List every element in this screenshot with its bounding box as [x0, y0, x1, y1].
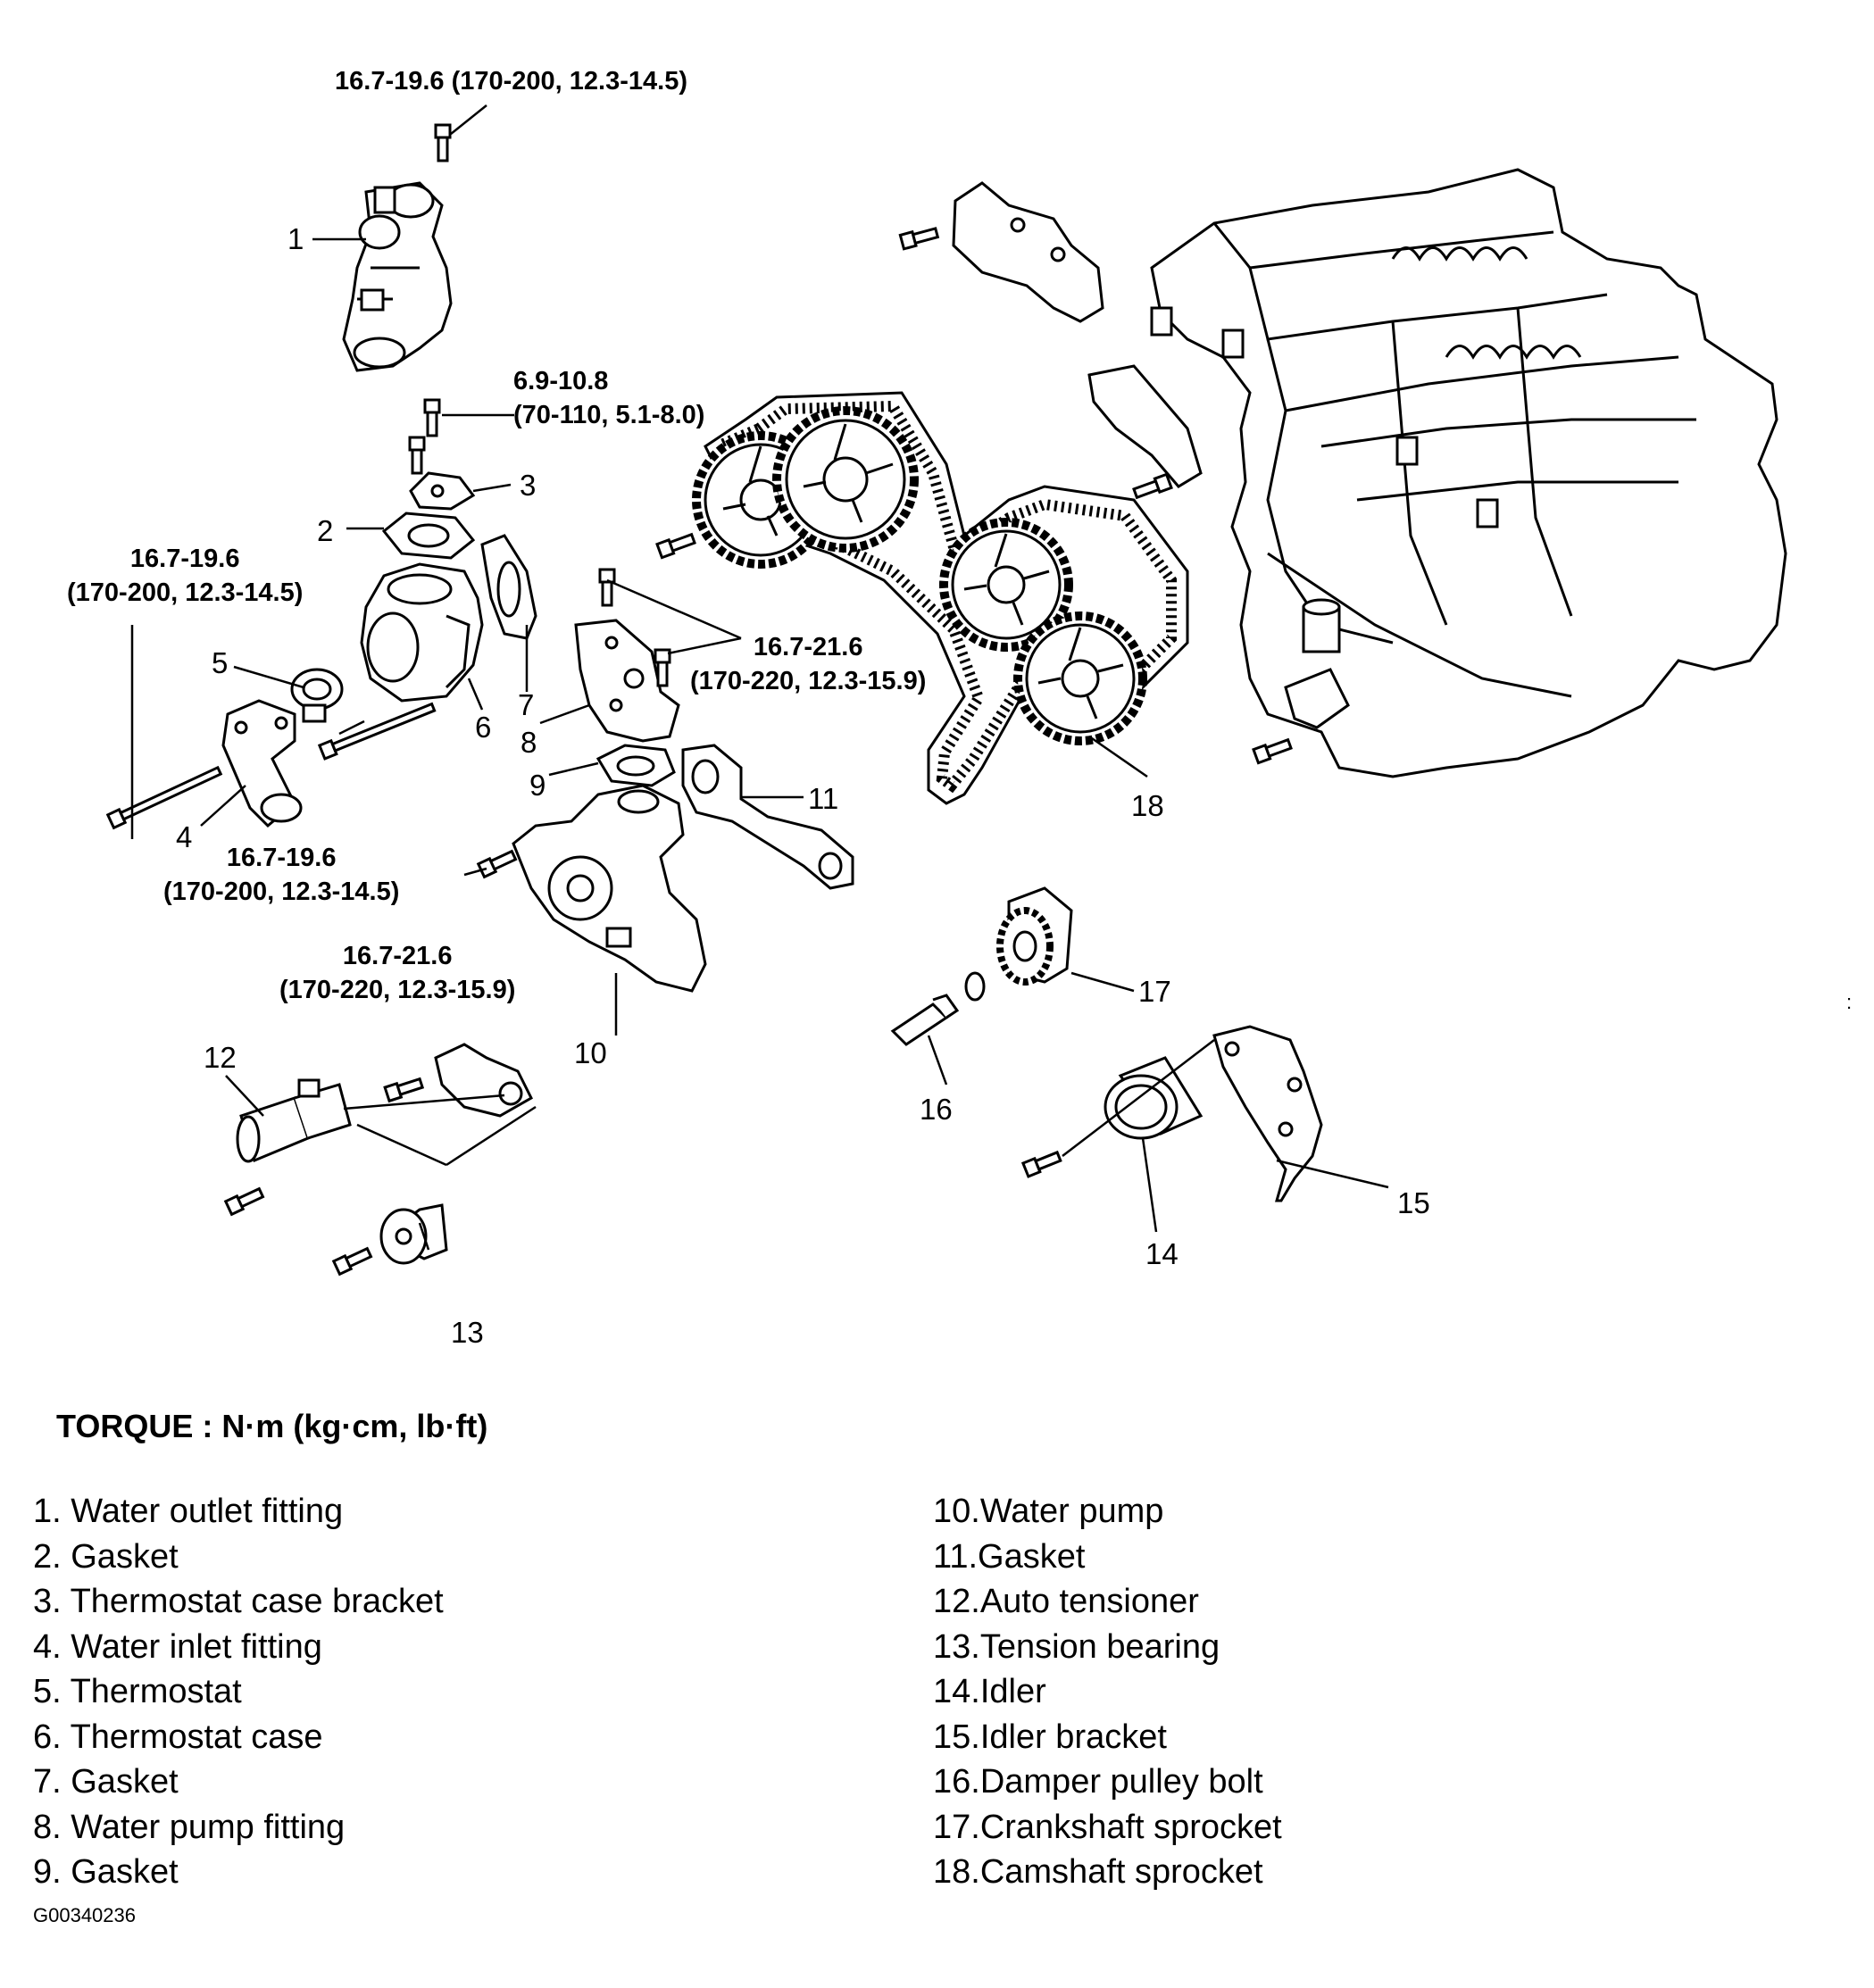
thermostat-case [360, 562, 484, 703]
gasket-7 [480, 534, 537, 640]
camshaft-sprocket-3 [939, 518, 1073, 652]
legend-item: 1. Water outlet fitting [33, 1493, 344, 1530]
legend-item: 11.Gasket [933, 1537, 1086, 1576]
legend-item: 17.Crankshaft sprocket [933, 1808, 1282, 1846]
legend-item: 4. Water inlet fitting [33, 1627, 322, 1666]
torque-spec-case-bolt: 16.7-19.6 (170-200, 12.3-14.5) [163, 841, 399, 909]
legend-item: 9. Gasket [33, 1853, 179, 1891]
callout-14: 14 [1145, 1237, 1179, 1270]
legend-left-column: 1. Water outlet fitting 2. Gasket 3. The… [33, 1489, 444, 1895]
callout-3: 3 [520, 469, 537, 502]
torque-spec-line: 16.7-19.6 [129, 545, 240, 573]
torque-spec-line: 16.7-19.6 [226, 844, 337, 872]
torque-spec-water-pump: 16.7-21.6 (170-220, 12.3-15.9) [279, 939, 515, 1007]
figure-id: G00340236 [33, 1904, 136, 1926]
idler-bracket [1212, 1025, 1323, 1202]
crankshaft-sprocket [996, 886, 1073, 986]
thermostat-case-bracket [409, 471, 476, 511]
timing-cover-plate [1087, 364, 1203, 502]
callout-10: 10 [574, 1036, 607, 1069]
callout-1: 1 [287, 222, 304, 255]
legend-item: 6. Thermostat case [33, 1718, 323, 1756]
torque-heading: TORQUE : N·m (kg·cm, lb·ft) [56, 1408, 488, 1444]
torque-spec-bracket-bolt: 6.9-10.8 (70-110, 5.1-8.0) [513, 364, 704, 432]
torque-spec-line: 16.7-19.6 (170-200, 12.3-14.5) [335, 67, 687, 96]
water-inlet-fitting [221, 699, 303, 828]
tension-bearing [379, 1203, 448, 1265]
torque-spec-line: 6.9-10.8 [513, 367, 609, 395]
torque-spec-left: 16.7-19.6 (170-200, 12.3-14.5) [67, 542, 303, 610]
torque-spec-pump-fitting: 16.7-21.6 (170-220, 12.3-15.9) [690, 630, 926, 698]
callout-4: 4 [176, 820, 193, 853]
callout-9: 9 [529, 769, 546, 802]
torque-spec-line: (170-220, 12.3-15.9) [279, 976, 516, 1004]
legend-item: 16.Damper pulley bolt [933, 1763, 1263, 1801]
callout-12: 12 [204, 1041, 237, 1074]
tensioner-arm [434, 1043, 533, 1118]
gasket-9 [596, 744, 676, 787]
legend-item: 12.Auto tensioner [933, 1583, 1199, 1620]
idler [1104, 1056, 1204, 1140]
camshaft-sprocket-2 [772, 406, 919, 553]
thermostat [290, 668, 344, 723]
callout-2: 2 [317, 514, 334, 547]
torque-spec-line: (170-220, 12.3-15.9) [690, 667, 927, 695]
stray-mark: : [1846, 991, 1853, 1013]
gasket-2 [381, 512, 476, 560]
callout-17: 17 [1138, 975, 1171, 1008]
legend-item: 5. Thermostat [33, 1673, 242, 1710]
torque-spec-line: (170-200, 12.3-14.5) [163, 878, 400, 906]
callout-13: 13 [451, 1316, 484, 1349]
water-pump [512, 784, 707, 993]
callout-5: 5 [212, 646, 229, 679]
legend-item: 18.Camshaft sprocket [933, 1853, 1263, 1891]
legend-right-column: 10.Water pump 11.Gasket 12.Auto tensione… [933, 1489, 1282, 1895]
torque-spec-line: (70-110, 5.1-8.0) [513, 401, 705, 429]
engine-mount-bracket [898, 181, 1104, 323]
legend-item: 3. Thermostat case bracket [33, 1583, 444, 1620]
camshaft-sprocket-4 [1013, 611, 1147, 745]
callout-6: 6 [475, 711, 492, 744]
legend-item: 2. Gasket [33, 1537, 179, 1576]
exploded-parts-diagram [106, 104, 1787, 1276]
damper-pulley-bolt [890, 971, 986, 1046]
callout-11: 11 [808, 782, 839, 815]
torque-spec-line: (170-200, 12.3-14.5) [67, 578, 304, 607]
torque-spec-line: 16.7-21.6 [342, 942, 453, 970]
legend-item: 10.Water pump [933, 1493, 1164, 1530]
callout-7: 7 [518, 688, 535, 721]
torque-spec-top: 16.7-19.6 (170-200, 12.3-14.5) [335, 64, 687, 98]
water-pump-fitting [574, 619, 680, 743]
auto-tensioner [236, 1078, 352, 1163]
engine-small-bracket [1252, 668, 1350, 765]
legend-item: 7. Gasket [33, 1763, 179, 1801]
legend-item: 8. Water pump fitting [33, 1808, 346, 1846]
callout-16: 16 [920, 1093, 953, 1126]
engine-block [1150, 168, 1787, 778]
legend-item: 14.Idler [933, 1673, 1046, 1710]
legend-item: 15.Idler bracket [933, 1718, 1167, 1756]
water-outlet-fitting [342, 123, 453, 372]
torque-spec-line: 16.7-21.6 [753, 633, 863, 661]
callout-15: 15 [1397, 1186, 1430, 1219]
callout-18: 18 [1131, 789, 1164, 822]
gasket-11 [681, 744, 854, 890]
callout-8: 8 [521, 726, 537, 759]
legend-item: 13.Tension bearing [933, 1627, 1220, 1666]
leader-lines [130, 104, 1389, 1251]
